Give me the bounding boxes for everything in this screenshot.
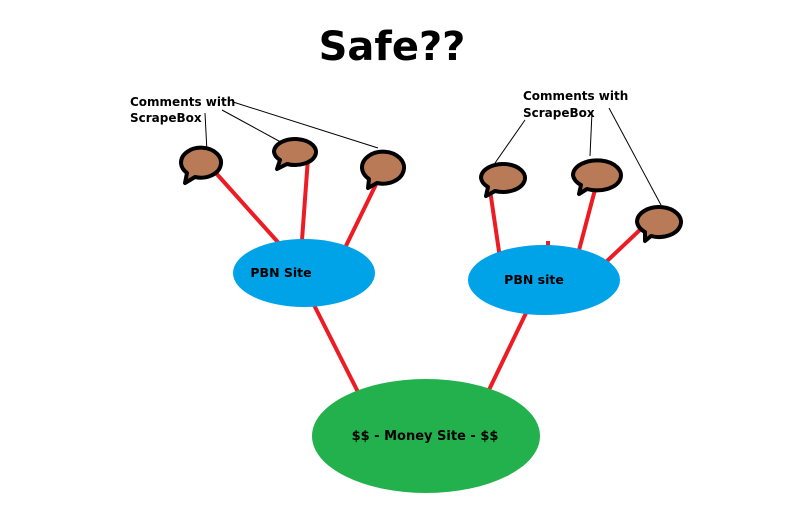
pbn-site-left-label: PBN Site bbox=[250, 265, 311, 280]
link-line bbox=[576, 181, 599, 255]
link-line bbox=[485, 310, 529, 395]
pointer-line bbox=[494, 119, 526, 164]
diagram-title: Safe?? bbox=[319, 24, 466, 70]
annotation-left-line1: Comments with bbox=[130, 95, 235, 109]
speech-bubble-icon bbox=[272, 136, 318, 171]
pbn-site-left-shape bbox=[233, 239, 375, 307]
annotation-right-line2: ScrapeBox bbox=[523, 106, 595, 120]
speech-bubble-icon bbox=[478, 161, 527, 198]
links-pbn-money bbox=[312, 304, 529, 395]
money-site-node: $$ - Money Site - $$ bbox=[312, 379, 540, 493]
pbn-site-right-shape bbox=[468, 245, 620, 315]
pointer-line bbox=[232, 101, 379, 149]
pointer-line bbox=[608, 107, 662, 206]
pbn-site-left-node: PBN Site bbox=[233, 239, 375, 307]
annotation-left-line2: ScrapeBox bbox=[130, 111, 202, 125]
speech-bubble-icon bbox=[571, 158, 623, 196]
money-site-shape bbox=[312, 379, 540, 493]
speech-bubble-icon bbox=[359, 149, 406, 190]
pointer-line bbox=[221, 109, 289, 147]
pbn-site-right-node: PBN site bbox=[468, 245, 620, 315]
annotation-pointers-right bbox=[494, 107, 662, 206]
pbn-site-right-label: PBN site bbox=[504, 272, 564, 287]
link-line bbox=[213, 170, 287, 252]
pointer-line bbox=[204, 112, 208, 153]
pointer-line bbox=[589, 111, 593, 157]
annotation-pointers-left bbox=[204, 101, 379, 153]
money-site-label: $$ - Money Site - $$ bbox=[352, 429, 499, 444]
annotation-right-line1: Comments with bbox=[523, 89, 628, 103]
speech-bubble-icon bbox=[178, 145, 223, 185]
speech-bubble-icon bbox=[635, 205, 683, 243]
link-line bbox=[300, 157, 310, 241]
link-line bbox=[604, 224, 646, 264]
link-line bbox=[312, 304, 361, 395]
